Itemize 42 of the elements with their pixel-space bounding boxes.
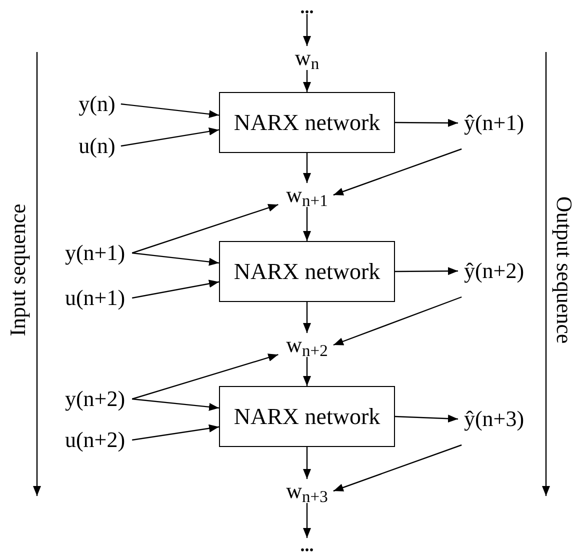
variable-label: y(n+1): [60, 241, 130, 265]
variable-label: w$_{n+2}$: [283, 333, 331, 357]
variable-label: w$_{n+1}$: [283, 183, 331, 207]
arrow: [120, 128, 220, 147]
variable-label: ŷ(n+2): [458, 258, 530, 284]
arrow: [120, 103, 220, 118]
axis-label: Output sequence: [553, 196, 575, 344]
arrow: [333, 444, 462, 492]
arrow: [303, 503, 311, 538]
process-box: NARX network: [219, 92, 395, 153]
ellipsis: ...: [295, 0, 319, 14]
arrow: [303, 447, 311, 479]
variable-label: ŷ(n+3): [458, 406, 530, 432]
arrow: [303, 14, 311, 46]
variable-label: y(n+2): [60, 387, 130, 411]
arrow: [333, 296, 462, 346]
variable-label: ŷ(n+1): [458, 110, 530, 136]
variable-label: w$_{n}$: [293, 46, 321, 70]
arrow: [303, 153, 311, 183]
variable-label: u(n+1): [60, 286, 130, 310]
arrow: [395, 118, 458, 127]
variable-label: u(n): [74, 134, 120, 158]
arrow: [132, 204, 278, 254]
arrow: [303, 302, 311, 333]
variable-label: u(n+2): [60, 428, 130, 452]
arrow: [333, 148, 462, 196]
arrow: [132, 424, 220, 441]
ellipsis: ...: [295, 538, 319, 552]
arrow: [132, 354, 278, 400]
process-box: NARX network: [219, 241, 395, 302]
variable-label: y(n): [74, 92, 120, 116]
arrow: [132, 398, 220, 411]
arrow: [394, 414, 458, 423]
arrow: [303, 207, 311, 241]
arrow: [303, 357, 311, 386]
axis-label: Input sequence: [7, 204, 29, 336]
process-box: NARX network: [219, 386, 395, 447]
arrow: [132, 252, 220, 266]
arrow: [395, 267, 458, 276]
variable-label: w$_{n+3}$: [283, 479, 331, 503]
arrow: [132, 280, 220, 299]
arrow: [303, 70, 311, 92]
